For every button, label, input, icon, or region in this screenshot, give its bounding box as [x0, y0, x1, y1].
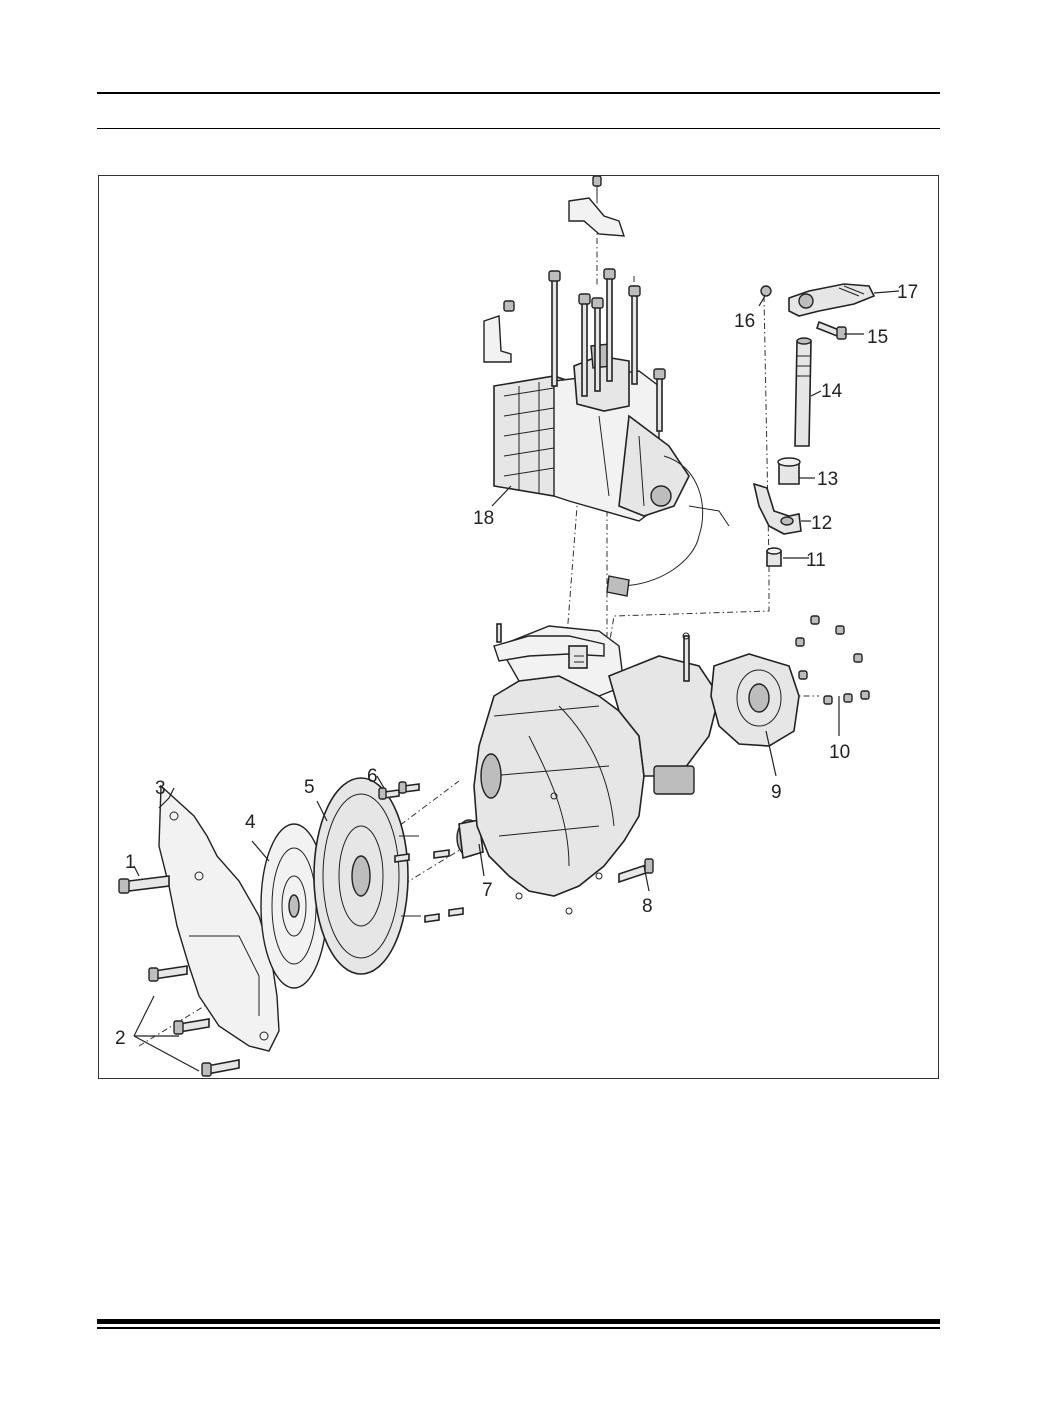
- part-9-end-cover: [710, 653, 800, 747]
- part-3-gasket-plate: [158, 784, 280, 1052]
- callout-10: 10: [829, 742, 850, 763]
- part-16-nut: [760, 285, 772, 297]
- callout-5: 5: [304, 777, 315, 798]
- part-12-shift-fork: [752, 482, 802, 535]
- callout-7: 7: [482, 880, 493, 901]
- transmission-housing: [473, 623, 720, 915]
- callout-13: 13: [817, 469, 838, 490]
- callout-2: 2: [115, 1028, 126, 1049]
- callout-3: 3: [155, 778, 166, 799]
- footer-rule-thick: [97, 1319, 940, 1324]
- header-rule-bottom: [97, 128, 940, 129]
- part-18-actuator-assembly: [483, 315, 730, 597]
- callout-9: 9: [771, 782, 782, 803]
- part-11-bushing: [766, 547, 782, 567]
- part-6-bolts: [378, 781, 464, 923]
- part-8-bolt: [618, 858, 654, 884]
- part-10-bolts: [795, 615, 870, 705]
- callout-16: 16: [734, 311, 755, 332]
- part-15-bolt: [816, 320, 847, 340]
- part-1-bolt: [118, 875, 170, 894]
- leader-lines: [133, 290, 900, 1072]
- callout-8: 8: [642, 896, 653, 917]
- callout-11: 11: [806, 550, 826, 571]
- callout-4: 4: [245, 812, 256, 833]
- part-14-shaft: [794, 337, 812, 447]
- part-7-release-bearing: [456, 819, 484, 860]
- callout-18: 18: [473, 508, 494, 529]
- part-13-bushing: [777, 457, 801, 485]
- part-2-bolts: [148, 965, 240, 1077]
- callout-15: 15: [867, 327, 888, 348]
- callout-14: 14: [821, 381, 843, 402]
- callout-labels: 1 2 3 4 5 6 7 8 9 10 11 12 13 14 15 16 1…: [115, 282, 918, 1049]
- header-rule-top: [97, 92, 940, 94]
- callout-6: 6: [367, 766, 378, 787]
- transmission-exploded-view: 1 2 3 4 5 6 7 8 9 10 11 12 13 14 15 16 1…: [115, 176, 918, 1077]
- exploded-diagram-frame: 1 2 3 4 5 6 7 8 9 10 11 12 13 14 15 16 1…: [98, 175, 939, 1079]
- part-5-flywheel: [313, 777, 421, 975]
- callout-12: 12: [811, 513, 832, 534]
- top-bracket-and-bolts: [503, 176, 666, 432]
- callout-17: 17: [897, 282, 918, 303]
- callout-1: 1: [125, 852, 136, 873]
- footer-rule-thin: [97, 1327, 940, 1329]
- part-17-shift-lever: [788, 283, 876, 317]
